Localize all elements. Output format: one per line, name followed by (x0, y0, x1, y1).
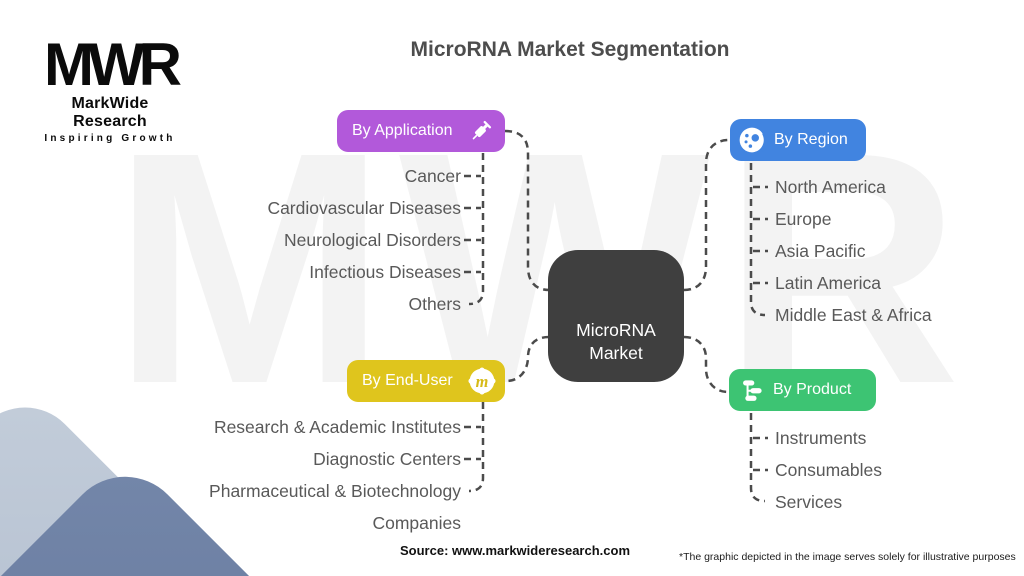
list-item: Cardiovascular Diseases (267, 198, 461, 218)
connector-product-items (749, 413, 768, 503)
branch-label-region: By Region (774, 131, 848, 148)
list-item: Asia Pacific (775, 241, 866, 261)
list-item: Consumables (775, 460, 882, 480)
list-item: Diagnostic Centers (313, 449, 461, 469)
list-item: Research & Academic Institutes (213, 417, 461, 437)
list-item: Others (408, 294, 461, 314)
globe-icon (738, 126, 766, 154)
connector-enduser-items (464, 402, 485, 493)
list-item: Infectious Diseases (309, 262, 461, 282)
list-item: Latin America (775, 273, 882, 293)
brand-tagline: Inspiring Growth (44, 133, 176, 144)
list-item: Middle East & Africa (775, 305, 932, 325)
connector-center-to-region (683, 138, 730, 292)
list-item: North America (775, 177, 886, 197)
branch-button-application[interactable]: By Application (337, 110, 505, 152)
brand-name: MarkWide Research (71, 95, 149, 130)
center-node[interactable]: MicroRNA Market (548, 250, 684, 382)
branch-label-application: By Application (352, 122, 453, 139)
list-item: Instruments (775, 428, 867, 448)
branch-button-region[interactable]: By Region (730, 119, 866, 161)
connector-application-items (464, 153, 485, 306)
center-node-label: MicroRNA Market (576, 319, 656, 363)
source-text[interactable]: Source: www.markwideresearch.com (400, 543, 631, 558)
branch-button-product[interactable]: By Product (729, 369, 876, 411)
disclaimer-text: *The graphic depicted in the image serve… (679, 551, 1016, 563)
brand-logo-mark: MWR (44, 31, 182, 98)
m-badge-icon: m (468, 367, 496, 395)
branch-label-product: By Product (773, 381, 852, 398)
end-user-items: Research & Academic Institutes Diagnosti… (189, 411, 461, 539)
branch-button-end-user[interactable]: By End-User m (347, 360, 505, 402)
svg-text:m: m (476, 372, 489, 391)
application-items: Cancer Cardiovascular Diseases Neurologi… (181, 160, 461, 320)
list-item: Pharmaceutical & Biotechnology Companies (209, 481, 461, 533)
connector-region-items (749, 163, 768, 317)
brand-logo: MWR MarkWide Research Inspiring Growth (35, 31, 185, 145)
connector-center-to-product (683, 335, 729, 394)
region-items: North America Europe Asia Pacific Latin … (775, 171, 1015, 331)
list-item: Neurological Disorders (283, 230, 461, 250)
syringe-icon (468, 118, 494, 144)
sitemap-icon (738, 377, 765, 404)
branch-label-end-user: By End-User (362, 372, 453, 389)
list-item: Services (775, 492, 843, 512)
list-item: Europe (775, 209, 832, 229)
product-items: Instruments Consumables Services (775, 422, 975, 518)
list-item: Cancer (404, 166, 461, 186)
page-title: MicroRNA Market Segmentation (410, 38, 730, 61)
connector-center-to-enduser (505, 335, 550, 383)
connector-application-to-center (504, 129, 550, 292)
